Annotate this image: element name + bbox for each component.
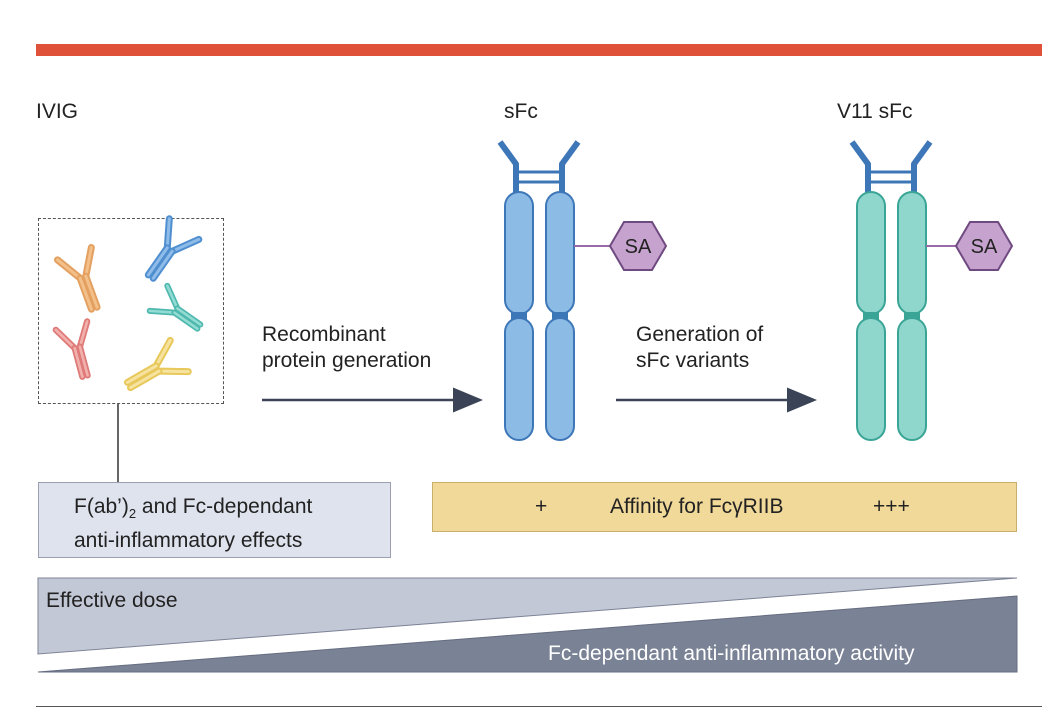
effects-line1-suffix: and Fc-dependant [136, 495, 313, 518]
ivig-connector-line [117, 404, 119, 482]
ivig-antibody-mix-box [38, 218, 224, 404]
recombinant-step-label: Recombinant protein generation [262, 322, 431, 374]
recombinant-line2: protein generation [262, 349, 432, 372]
fab-fc-effects-box: F(ab’)2 and Fc-dependant anti-inflammato… [38, 482, 391, 558]
affinity-low-marker: + [535, 495, 548, 518]
v11-sfc-molecule-icon [849, 140, 1014, 441]
top-accent-bar [36, 44, 1042, 56]
effects-line2: anti-inflammatory effects [74, 529, 303, 553]
effects-line1-prefix: F(ab’) [74, 495, 129, 518]
effects-line1-subscript: 2 [128, 506, 137, 522]
activity-label: Fc-dependant anti-inflammatory activity [548, 642, 915, 665]
variants-line2: sFc variants [636, 349, 750, 372]
antibody-red-icon [52, 318, 91, 380]
antibody-orange-icon [54, 244, 101, 313]
effective-dose-label: Effective dose [46, 589, 178, 612]
sfc-molecule-icon [497, 140, 668, 441]
bottom-rule [36, 706, 1042, 707]
effective-dose-wedge [37, 577, 1018, 655]
activity-wedge [37, 595, 1018, 673]
recombinant-line1: Recombinant [262, 323, 386, 346]
affinity-label: Affinity for FcγRIIB [610, 495, 784, 518]
variants-line1: Generation of [636, 323, 764, 346]
ivig-title: IVIG [36, 100, 79, 123]
effects-line1: F(ab’)2 and Fc-dependant [74, 493, 390, 527]
antibody-yellow-icon [124, 336, 192, 392]
variants-step-label: Generation of sFc variants [636, 322, 763, 374]
v11-sfc-title: V11 sFc [837, 100, 913, 123]
sfc-title: sFc [504, 100, 538, 123]
v11-sialic-acid-label: SA [971, 236, 998, 258]
affinity-bar: + Affinity for FcγRIIB +++ [432, 482, 1017, 532]
antibody-teal-icon [146, 282, 204, 332]
antibody-blue-icon [144, 215, 203, 282]
sfc-sialic-acid-label: SA [625, 236, 652, 258]
affinity-high-marker: +++ [873, 495, 910, 518]
